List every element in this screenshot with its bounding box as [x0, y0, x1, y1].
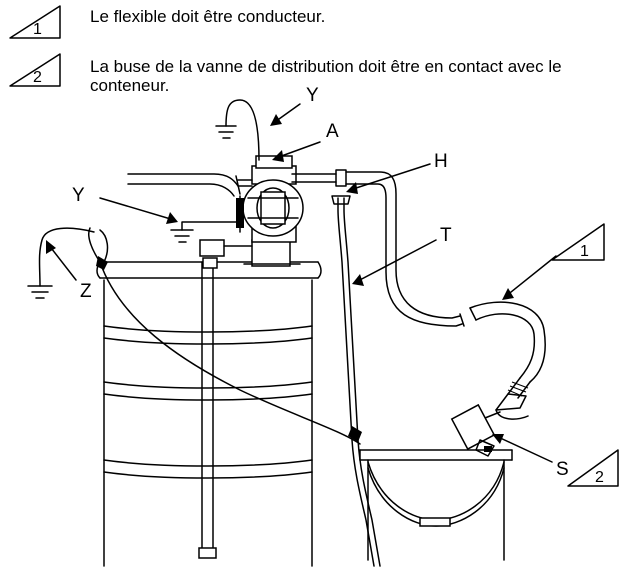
- bucket: [359, 449, 513, 561]
- leader-y-left: [99, 197, 178, 224]
- callout-triangle-2-number: 2: [595, 469, 604, 486]
- leader-a: [272, 141, 321, 162]
- note-triangle-1: 1: [9, 5, 61, 39]
- callout-triangle-2: 2: [567, 449, 619, 487]
- label-y-left: Y: [72, 185, 85, 206]
- label-h: H: [434, 151, 448, 172]
- note-triangle-2-number: 2: [33, 69, 42, 86]
- note-2-text: La buse de la vanne de distribution doit…: [90, 57, 562, 95]
- ground-y-top: [215, 99, 260, 161]
- note-triangle-1-number: 1: [33, 21, 42, 38]
- leader-y-top: [270, 103, 301, 126]
- label-t: T: [440, 225, 452, 246]
- label-a: A: [326, 121, 339, 142]
- label-s: S: [556, 459, 569, 480]
- leader-t: [352, 239, 437, 286]
- leader-h: [346, 163, 431, 194]
- pump: [199, 155, 347, 267]
- air-line: [127, 173, 239, 187]
- fluid-hose: [345, 171, 546, 383]
- note-triangle-2: 2: [9, 53, 61, 87]
- label-y-top: Y: [306, 85, 319, 106]
- leader-z: [46, 240, 77, 281]
- callout-triangle-1: 1: [551, 223, 605, 261]
- callout-triangle-1-number: 1: [580, 243, 589, 260]
- ground-y-left: [170, 221, 241, 243]
- tube-t: [331, 195, 381, 567]
- note-1-text: Le flexible doit être conducteur.: [90, 7, 326, 26]
- label-z: Z: [80, 281, 92, 302]
- ground-z: [27, 227, 362, 445]
- leader-1: [502, 255, 557, 300]
- drum: [96, 257, 322, 567]
- dispense-valve: [450, 377, 531, 457]
- leader-s: [492, 434, 553, 463]
